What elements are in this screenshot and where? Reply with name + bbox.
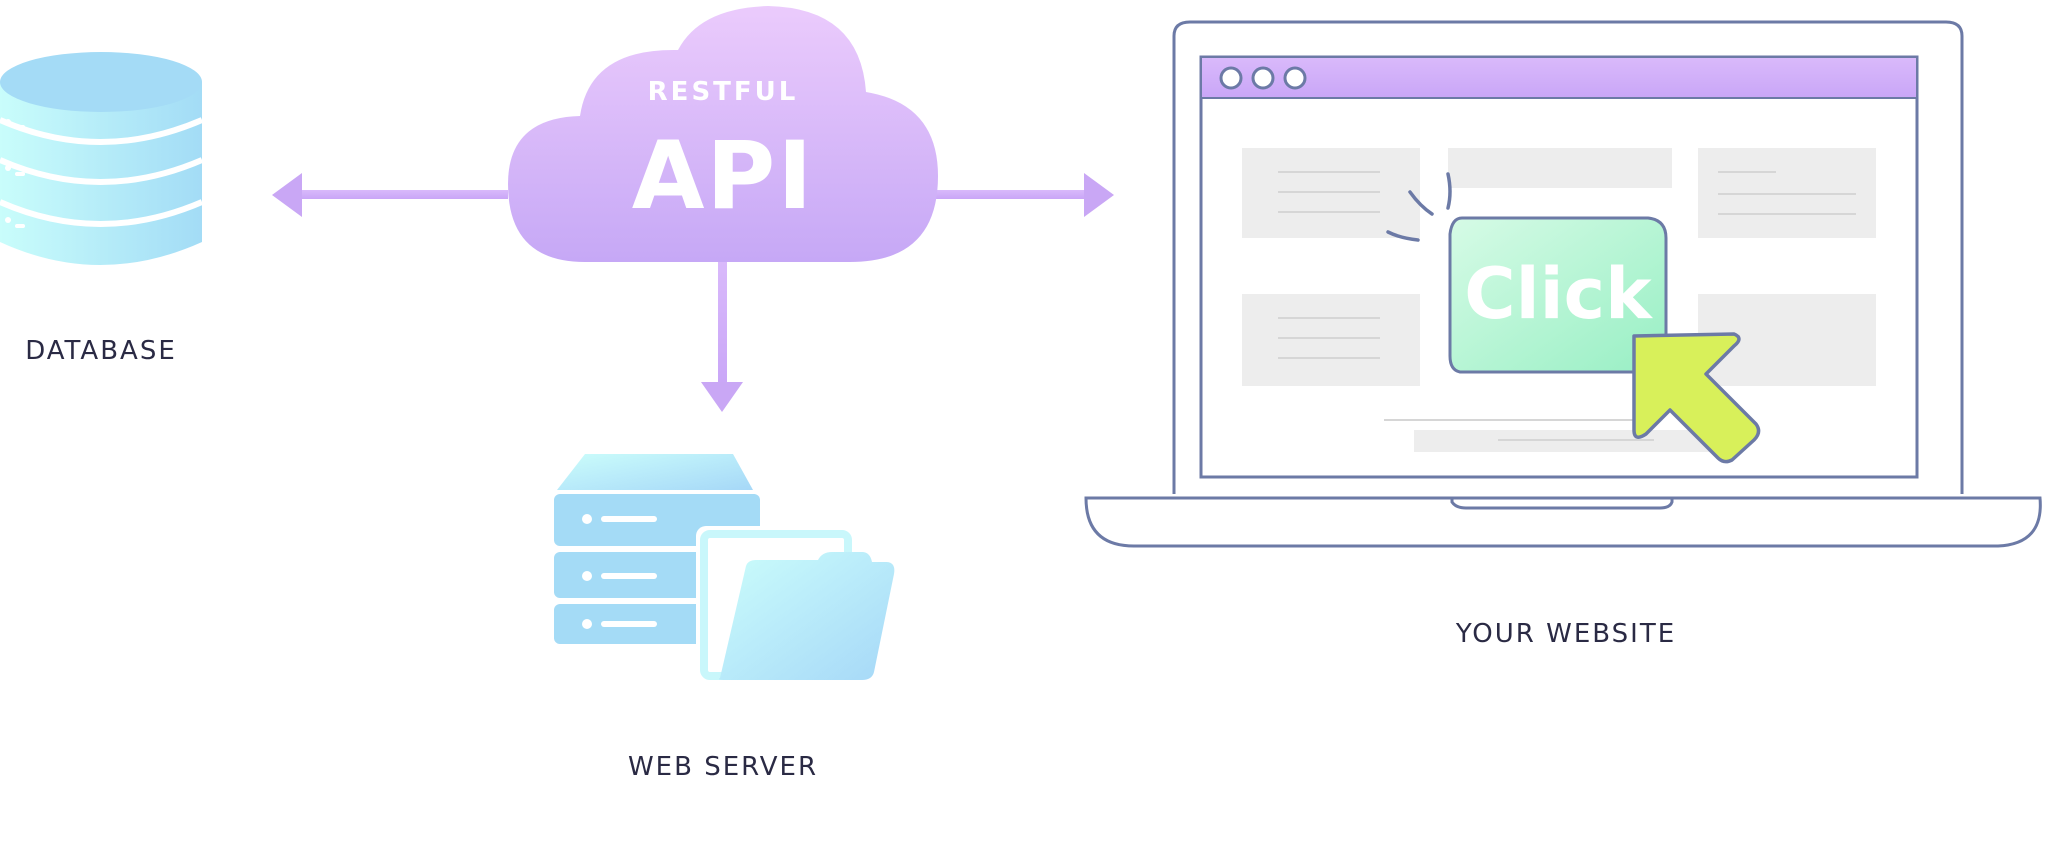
page-content-placeholders [1242, 148, 1876, 452]
window-control-icon[interactable] [1251, 66, 1275, 90]
cloud-icon [508, 6, 938, 262]
cursor-icon [1632, 332, 1761, 464]
folder-icon [696, 526, 895, 684]
cloud-subtitle: RESTFUL [648, 77, 799, 107]
website-label: YOUR WEBSITE [1455, 619, 1677, 649]
arrow-to-database [272, 173, 508, 217]
click-sparks [1386, 172, 1452, 242]
click-button-label: Click [1464, 253, 1653, 335]
window-controls [1219, 66, 1307, 90]
database-icon [0, 52, 204, 265]
arrow-to-website [936, 173, 1114, 217]
web-server-label: WEB SERVER [627, 752, 819, 782]
window-control-icon[interactable] [1219, 66, 1243, 90]
web-server-icon [554, 454, 760, 644]
database-label: DATABASE [25, 336, 177, 366]
window-control-icon[interactable] [1283, 66, 1307, 90]
arrow-to-web-server [701, 262, 743, 412]
cloud-title: API [632, 122, 815, 231]
browser-title-bar [1202, 58, 1916, 99]
